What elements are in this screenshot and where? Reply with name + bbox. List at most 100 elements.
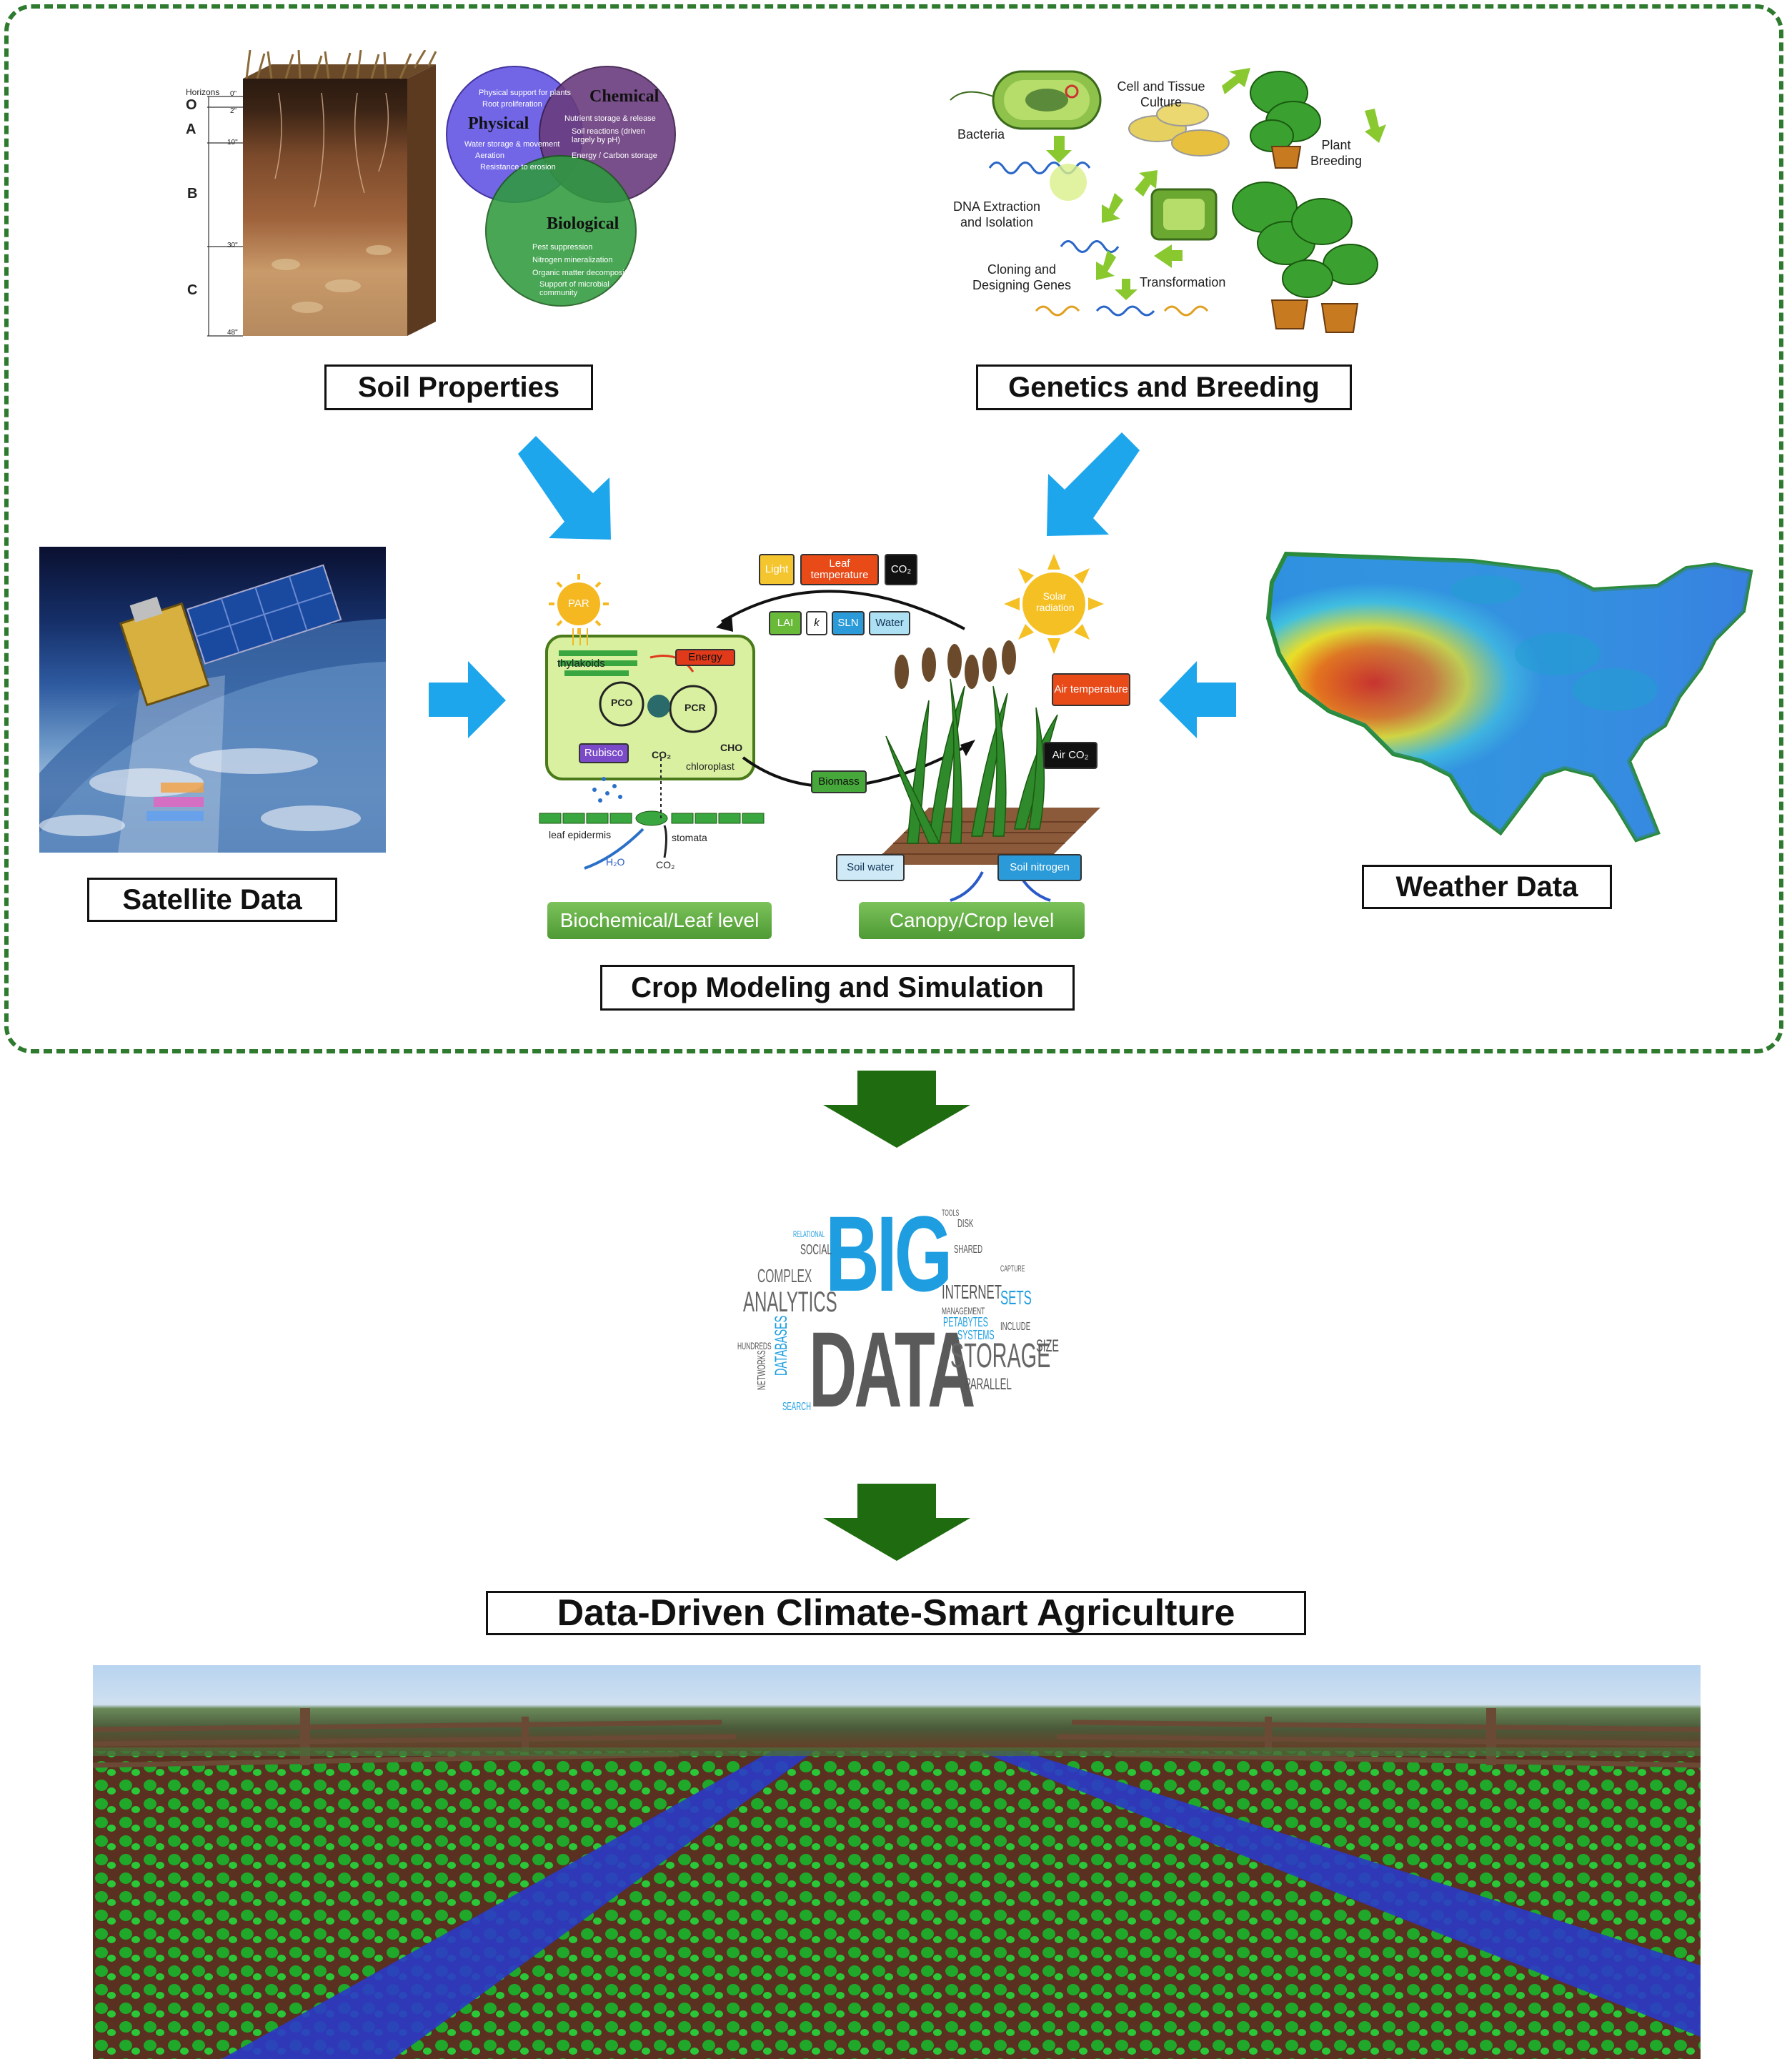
physical-item-1: Physical support for plants <box>479 89 572 97</box>
word-disk: DISK <box>957 1218 974 1230</box>
word-parallel: PARALLEL <box>965 1375 1012 1393</box>
data-word: DATA <box>809 1309 975 1429</box>
biological-item-1: Pest suppression <box>532 243 593 252</box>
word-complex: COMPLEX <box>757 1265 812 1286</box>
depth-2: 2" <box>230 107 237 115</box>
word-storage: STORAGE <box>950 1337 1051 1375</box>
breeding-label: Plant Breeding <box>1310 138 1363 168</box>
horizon-o: O <box>186 97 197 113</box>
tag-sln: SLN <box>832 611 865 635</box>
depth-10: 10" <box>227 139 238 147</box>
leaf-level-badge: Biochemical/Leaf level <box>547 902 772 939</box>
field-image <box>93 1665 1701 2059</box>
soil-profile-illustration: Horizons O A B C 0" 2" 10" 30" 48" <box>179 50 443 343</box>
pcr-label: PCR <box>685 702 706 713</box>
leaf-epidermis-label: leaf epidermis <box>549 829 612 840</box>
h2o-label: H₂O <box>606 856 625 868</box>
word-databases: DATABASES <box>772 1315 791 1376</box>
arrow-to-big-data <box>823 1071 970 1148</box>
tag-light: Light <box>759 554 795 585</box>
soil-nitrogen-tag: Soil nitrogen <box>997 854 1082 881</box>
horizons-title: Horizons <box>186 87 220 97</box>
depth-0: 0" <box>230 90 237 98</box>
horizon-c: C <box>187 282 198 298</box>
word-systems: SYSTEMS <box>957 1328 995 1342</box>
word-capture: CAPTURE <box>1000 1264 1025 1274</box>
horizon-b: B <box>187 186 198 202</box>
thylakoids-label: thylakoids <box>557 658 605 670</box>
big-word: BIG <box>825 1194 952 1314</box>
tag-lai: LAI <box>769 611 802 635</box>
word-shared: SHARED <box>954 1244 983 1256</box>
tag-leaf-temperature: Leaf temperature <box>800 554 879 585</box>
physical-item-5: Resistance to erosion <box>480 163 556 172</box>
word-analytics: ANALYTICS <box>743 1286 837 1318</box>
physical-item-2: Root proliferation <box>482 100 542 109</box>
arrow-genetics-to-model <box>1047 432 1140 536</box>
physical-item-3: Water storage & movement <box>464 140 560 149</box>
biological-item-3: Organic matter decomposition <box>532 269 637 277</box>
word-sets: SETS <box>1000 1286 1032 1309</box>
word-size: SIZE <box>1036 1336 1060 1356</box>
word-include: INCLUDE <box>1000 1321 1031 1333</box>
arrow-soil-to-model <box>518 436 611 540</box>
crop-modeling-label: Crop Modeling and Simulation <box>600 965 1075 1011</box>
bacteria-label: Bacteria <box>957 127 1005 142</box>
tag-co2: CO₂ <box>885 554 917 585</box>
rubisco-tag: Rubisco <box>579 743 629 763</box>
arrow-weather-to-model <box>1159 661 1236 738</box>
air-temperature-tag: Air temperature <box>1052 673 1130 706</box>
word-search: SEARCH <box>782 1401 812 1413</box>
word-networks: NETWORKS <box>756 1350 768 1390</box>
biomass-tag: Biomass <box>811 770 867 793</box>
stomata-label: stomata <box>672 832 707 843</box>
physical-title: Physical <box>468 114 529 133</box>
chemical-item-3: Energy / Carbon storage <box>572 152 657 160</box>
climate-smart-agriculture-label: Data-Driven Climate-Smart Agriculture <box>486 1591 1306 1635</box>
tag-k: k <box>806 611 827 635</box>
energy-tag: Energy <box>675 649 735 666</box>
chemical-item-2: Soil reactions (driven largely by pH) <box>572 127 645 144</box>
air-co2-tag: Air CO₂ <box>1043 742 1097 769</box>
physical-item-4: Aeration <box>475 152 504 160</box>
pco-label: PCO <box>611 697 633 708</box>
satellite-data-label: Satellite Data <box>87 878 337 922</box>
crop-level-badge: Canopy/Crop level <box>859 902 1085 939</box>
dna-label: DNA Extraction and Isolation <box>952 199 1041 229</box>
satellite-image <box>39 547 386 853</box>
dashed-frame <box>4 4 1783 1053</box>
word-internet: INTERNET <box>942 1281 1002 1303</box>
crop-model-diagram: Light Leaf temperature CO₂ LAI k SLN Wat… <box>529 543 1136 943</box>
co2-chloroplast-label: CO₂ <box>652 749 672 760</box>
word-hundreds: HUNDREDS <box>737 1340 772 1351</box>
arrow-satellite-to-model <box>429 661 506 738</box>
soil-properties-label: Soil Properties <box>324 364 593 410</box>
big-data-word-cloud: BIG DATA ANALYTICS COMPLEX SOCIAL INTERN… <box>715 1186 1072 1458</box>
biological-item-2: Nitrogen mineralization <box>532 256 613 264</box>
soil-water-tag: Soil water <box>836 854 905 881</box>
word-petabytes: PETABYTES <box>943 1315 988 1329</box>
cloning-label: Cloning and Designing Genes <box>972 262 1072 292</box>
transformation-label: Transformation <box>1140 275 1226 289</box>
cho-label: CHO <box>720 742 743 753</box>
horizon-a: A <box>186 121 196 137</box>
co2-intake-label: CO₂ <box>656 859 675 870</box>
arrow-to-agriculture <box>823 1484 970 1561</box>
chemical-title: Chemical <box>589 87 659 106</box>
chloroplast-label: chloroplast <box>686 760 735 772</box>
genetics-illustration: Bacteria Cell and Tissue Culture Plant B… <box>936 43 1393 336</box>
weather-data-label: Weather Data <box>1362 865 1612 909</box>
word-social: SOCIAL <box>800 1242 832 1258</box>
weather-map <box>1258 547 1758 847</box>
depth-48: 48" <box>227 329 238 337</box>
word-tools: TOOLS <box>942 1208 960 1218</box>
word-relational: RELATIONAL <box>793 1229 825 1239</box>
par-label: PAR <box>568 597 589 610</box>
chemical-item-1: Nutrient storage & release <box>564 114 656 123</box>
depth-30: 30" <box>227 242 238 249</box>
tag-water: Water <box>869 611 910 635</box>
biological-title: Biological <box>547 214 619 233</box>
solar-radiation-label: Solar radiation <box>1036 590 1075 613</box>
genetics-breeding-label: Genetics and Breeding <box>976 364 1352 410</box>
biological-item-4: Support of microbial community <box>539 280 609 297</box>
